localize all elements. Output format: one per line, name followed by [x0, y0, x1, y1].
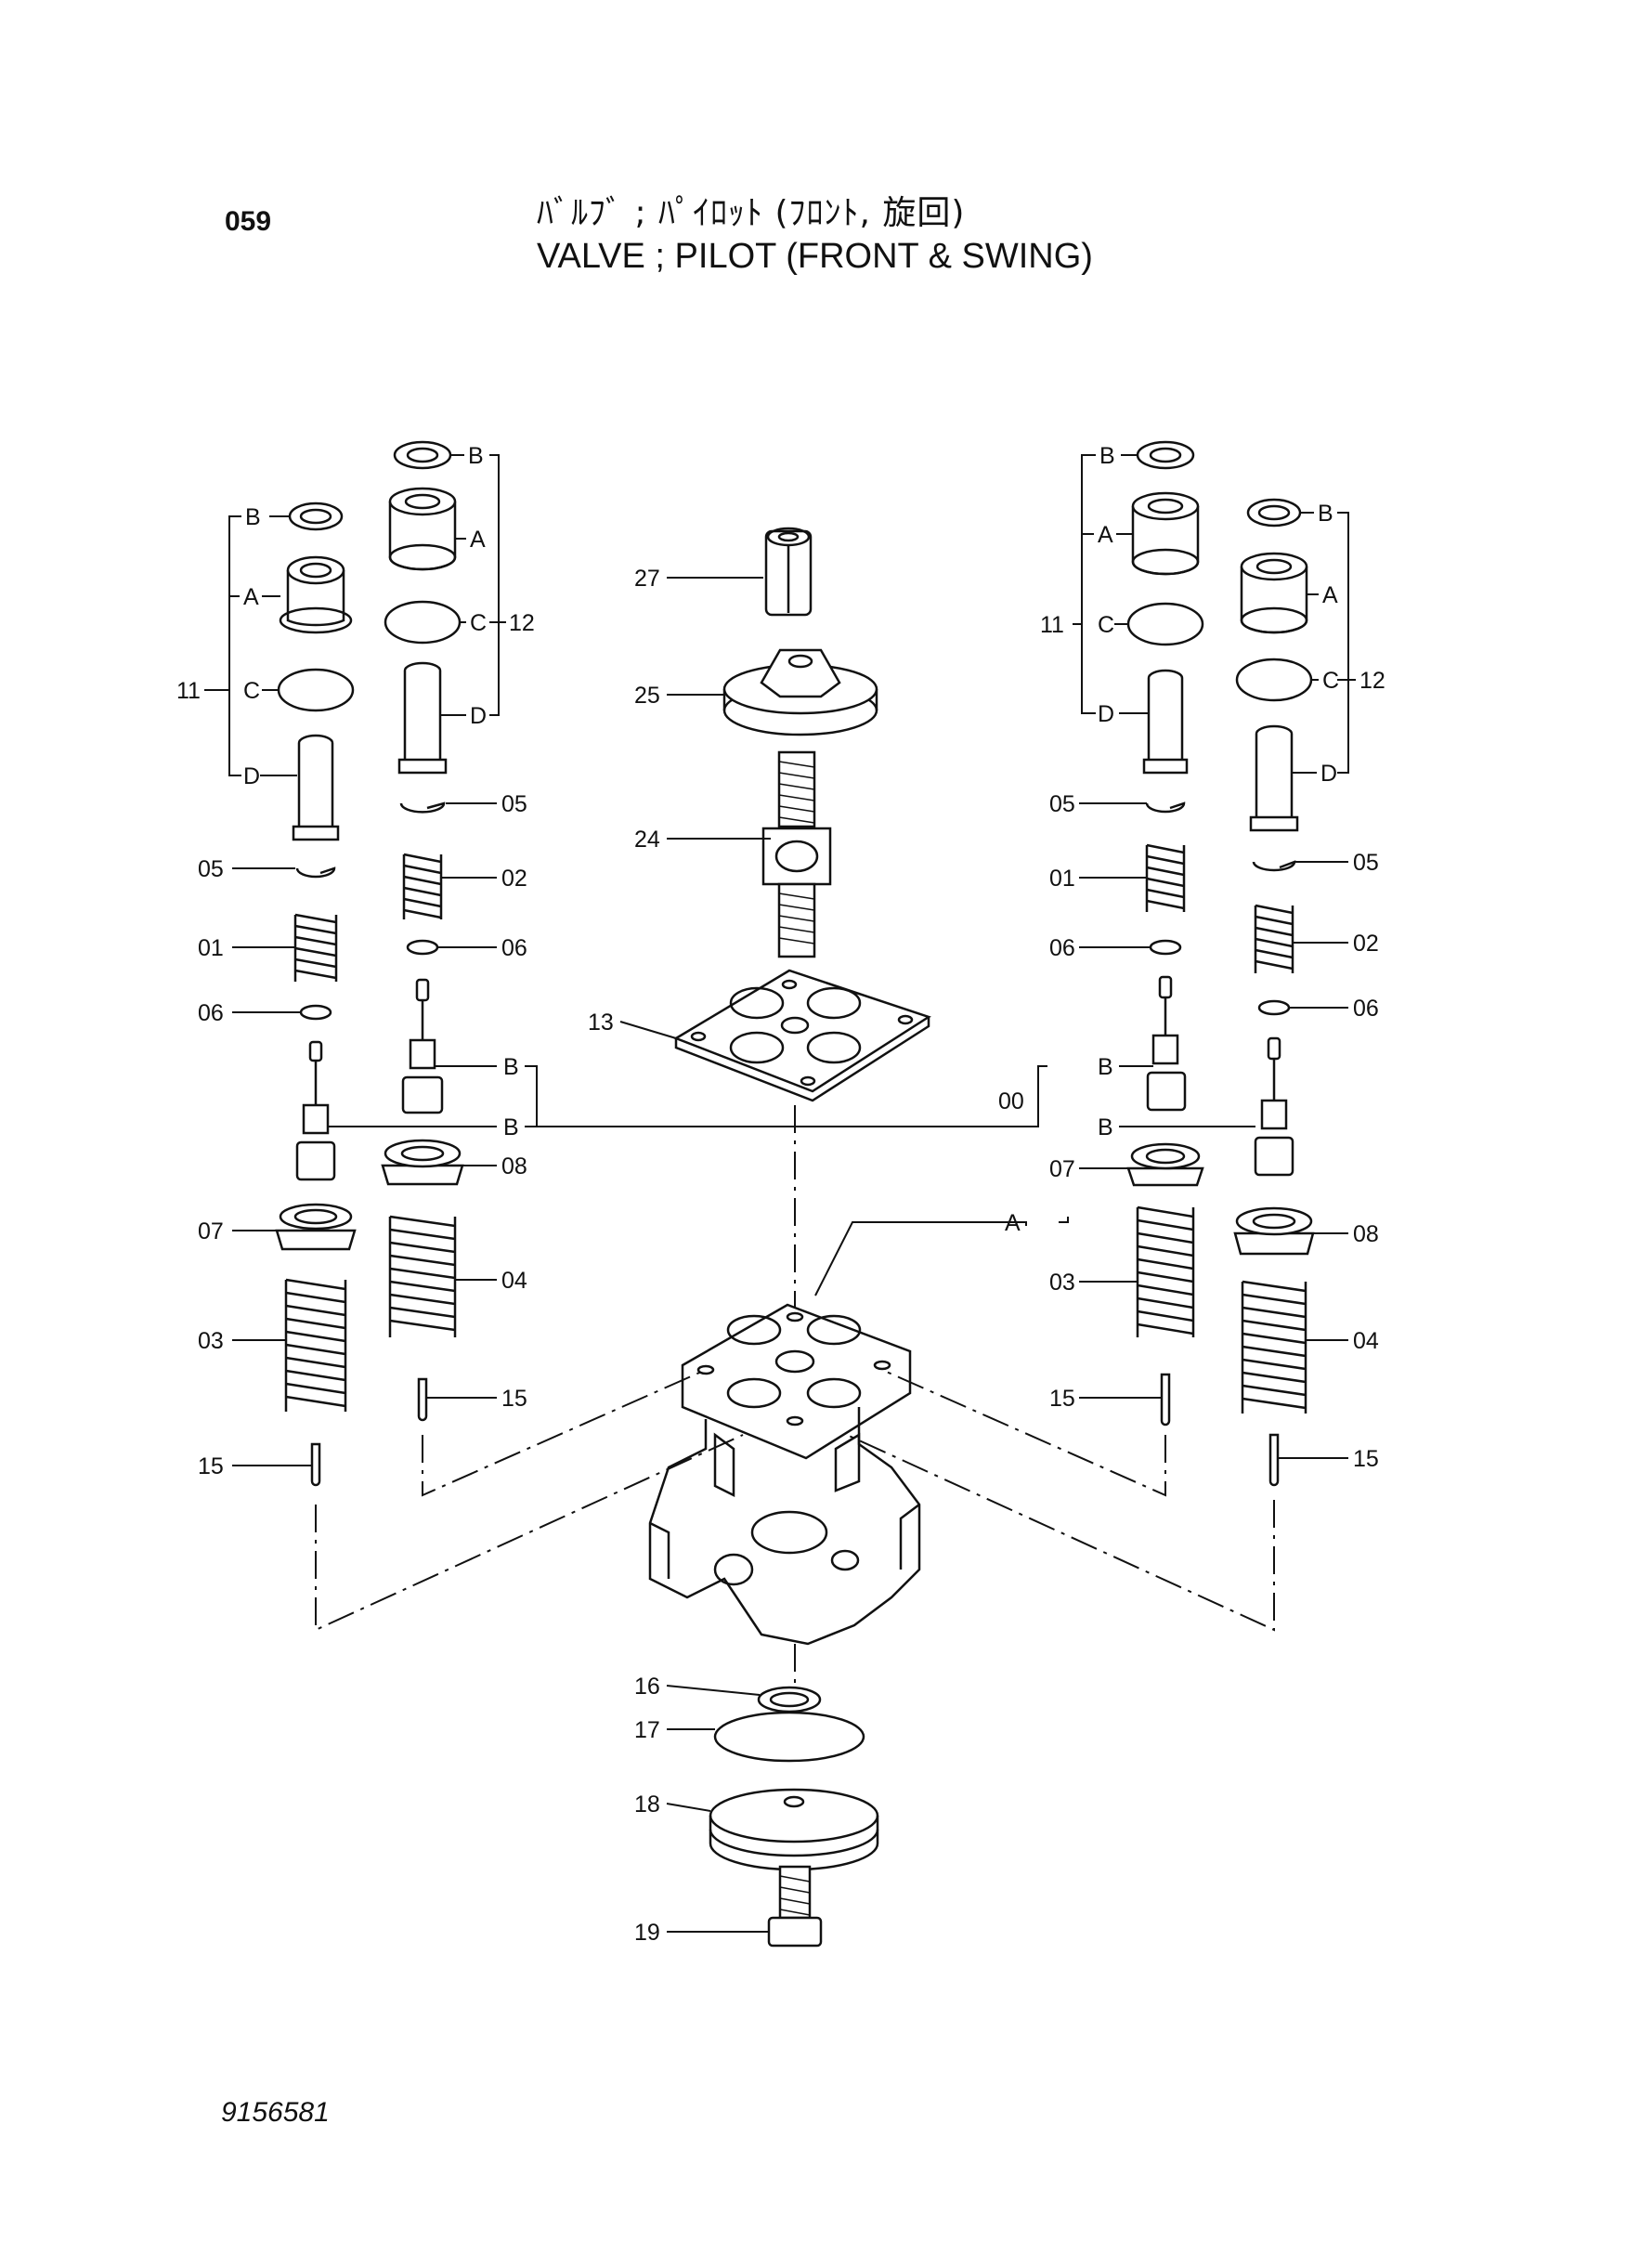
- spool-left-inner: [401, 978, 444, 1114]
- callout-00-right: 00: [998, 1088, 1024, 1114]
- callout-25: 25: [634, 683, 660, 709]
- spring-01: [293, 913, 338, 982]
- callout-left-C: C: [243, 678, 260, 704]
- callout-right-inner-C: C: [1098, 612, 1114, 638]
- callout-12-left: 12: [509, 610, 535, 636]
- callout-08-right: 08: [1353, 1221, 1379, 1247]
- left-inner-stack: [381, 440, 464, 1422]
- callout-13: 13: [588, 1010, 614, 1036]
- part-18-plug: [709, 1788, 879, 1871]
- callout-06-right-inner: 06: [1049, 935, 1075, 961]
- callout-17: 17: [634, 1717, 660, 1743]
- document-number: 9156581: [221, 2097, 330, 2128]
- callout-left-inner-B2: B: [503, 1054, 519, 1080]
- callout-left-inner-A: A: [470, 527, 486, 553]
- callout-left-inner-D: D: [470, 703, 487, 729]
- callout-03-left: 03: [198, 1328, 224, 1354]
- callout-08-left: 08: [501, 1153, 527, 1179]
- callout-01-right: 01: [1049, 866, 1075, 892]
- callout-right-inner-B: B: [1099, 443, 1115, 469]
- callout-05-right: 05: [1353, 850, 1379, 876]
- part-13-plate: [673, 969, 931, 1102]
- spool-right-outer: [1254, 1036, 1294, 1177]
- callout-02-left: 02: [501, 866, 527, 892]
- callout-01-left: 01: [198, 935, 224, 961]
- callout-right-inner-B3: B: [1098, 1114, 1113, 1140]
- callout-03-right: 03: [1049, 1270, 1075, 1296]
- spring-03-right: [1136, 1205, 1195, 1337]
- callout-15-right: 15: [1353, 1446, 1379, 1472]
- callout-02-right: 02: [1353, 931, 1379, 957]
- spring-04: [388, 1215, 457, 1337]
- part-24-joint: [761, 750, 832, 958]
- callout-27: 27: [634, 566, 660, 592]
- spring-02-right: [1254, 904, 1294, 973]
- spring-02: [402, 853, 443, 919]
- right-outer-stack: [1233, 498, 1315, 1487]
- callout-18: 18: [634, 1791, 660, 1818]
- callout-04-right: 04: [1353, 1328, 1379, 1354]
- spring-04-right: [1241, 1280, 1307, 1414]
- callout-16: 16: [634, 1674, 660, 1700]
- callout-right-A: A: [1322, 582, 1338, 608]
- leader-lines: [204, 454, 1356, 1933]
- callout-05-left-inner: 05: [501, 791, 527, 817]
- callout-right-C: C: [1322, 668, 1339, 694]
- callout-11-right: 11: [1040, 612, 1064, 638]
- callout-11-left: 11: [176, 678, 201, 704]
- part-27-nut: [764, 527, 813, 617]
- callout-19: 19: [634, 1920, 660, 1946]
- callout-right-B: B: [1318, 501, 1333, 527]
- callout-06-left-inner: 06: [501, 935, 527, 961]
- callout-left-D: D: [243, 763, 260, 789]
- part-17-o-ring: [713, 1711, 865, 1763]
- valve-body: [648, 1303, 921, 1646]
- spool-left-outer: [295, 1040, 336, 1181]
- callout-15-left: 15: [198, 1453, 224, 1479]
- callout-15-left-inner: 15: [501, 1386, 527, 1412]
- callout-05-right-inner: 05: [1049, 791, 1075, 817]
- callout-right-D: D: [1320, 761, 1337, 787]
- callout-left-A: A: [243, 584, 259, 610]
- spring-01-right: [1145, 843, 1186, 912]
- callout-07-right: 07: [1049, 1156, 1075, 1182]
- page-number: 059: [225, 206, 272, 237]
- assembly-centerlines: [315, 1369, 1275, 1632]
- callout-06-left: 06: [198, 1000, 224, 1026]
- callout-labels: 27 25 24 13 16 17 18 19 B A 11 C D 05 01…: [176, 443, 1385, 1946]
- callout-left-B: B: [245, 504, 261, 530]
- part-25-cap: [722, 648, 878, 736]
- callout-right-inner-D: D: [1098, 701, 1114, 727]
- right-inner-stack: [1126, 440, 1204, 1427]
- callout-right-inner-B2: B: [1098, 1054, 1113, 1080]
- callout-24: 24: [634, 827, 660, 853]
- part-16-seal: [757, 1686, 822, 1713]
- spring-03: [284, 1278, 347, 1412]
- callout-05-left: 05: [198, 856, 224, 882]
- callout-left-inner-B3: B: [503, 1114, 519, 1140]
- callout-06-right: 06: [1353, 996, 1379, 1022]
- callout-right-inner-A2: A: [1005, 1210, 1021, 1236]
- left-outer-stack: [275, 502, 357, 1487]
- callout-left-inner-C: C: [470, 610, 487, 636]
- callout-07-left: 07: [198, 1218, 224, 1244]
- part-19-bolt: [767, 1865, 823, 1948]
- callout-right-inner-A: A: [1098, 522, 1113, 548]
- callout-left-inner-B: B: [468, 443, 484, 469]
- title-english: VALVE ; PILOT (FRONT & SWING): [537, 237, 1093, 276]
- spool-right-inner: [1146, 975, 1187, 1112]
- callout-12-right: 12: [1359, 668, 1385, 694]
- callout-04-left: 04: [501, 1268, 527, 1294]
- callout-15-right-inner: 15: [1049, 1386, 1075, 1412]
- title-japanese: ﾊﾞﾙﾌﾞ ; ﾊﾟｲﾛｯﾄ (ﾌﾛﾝﾄ, 旋回): [537, 194, 966, 232]
